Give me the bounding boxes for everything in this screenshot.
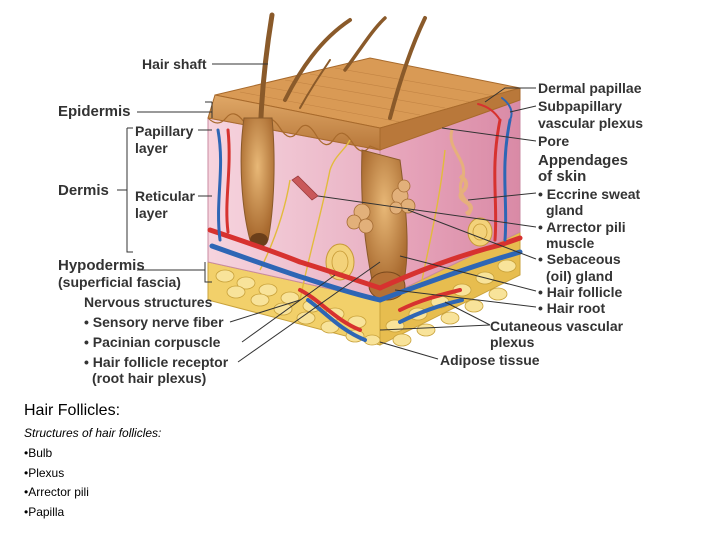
label-hair-root: • Hair root xyxy=(538,300,606,316)
list-item: •Bulb xyxy=(24,446,53,460)
label-nervous-structures: Nervous structures xyxy=(84,294,213,310)
skin-cross-section-diagram xyxy=(117,12,537,363)
label-hypodermis: Hypodermis xyxy=(58,257,145,274)
label-hair-follicle-receptor-1: • Hair follicle receptor xyxy=(84,354,229,370)
label-appendages-2: of skin xyxy=(538,168,587,185)
list-item: •Papilla xyxy=(24,504,65,519)
list-item: •Plexus xyxy=(24,465,65,480)
label-dermis: Dermis xyxy=(58,182,109,199)
pacinian-corpuscles xyxy=(325,217,493,281)
label-pacinian-corpuscle: • Pacinian corpuscle xyxy=(84,334,221,350)
label-eccrine-1: • Eccrine sweat xyxy=(538,186,641,202)
label-arrector-2: muscle xyxy=(546,235,595,251)
eccrine-sweat-gland xyxy=(449,129,473,217)
list-item: •Arrector pili xyxy=(24,485,89,499)
label-subpapillary-2: vascular plexus xyxy=(538,115,644,131)
label-arrector-1: • Arrector pili xyxy=(538,219,626,235)
label-cutaneous-2: plexus xyxy=(490,334,535,350)
epidermis-layer xyxy=(207,57,521,152)
caption-subtitle: Structures of hair follicles: xyxy=(24,426,162,440)
label-adipose: Adipose tissue xyxy=(440,352,540,368)
caption-block: Hair Follicles: Structures of hair folli… xyxy=(24,402,424,522)
label-papillary-layer-1: Papillary xyxy=(135,123,194,139)
hair-follicle-left xyxy=(240,117,275,247)
label-hair-shaft: Hair shaft xyxy=(142,56,207,72)
label-hair-follicle: • Hair follicle xyxy=(538,284,623,300)
label-appendages-1: Appendages xyxy=(538,152,629,169)
label-papillary-layer-2: layer xyxy=(135,140,168,156)
label-eccrine-2: gland xyxy=(546,202,584,218)
caption-list: •Bulb •Plexus •Arrector pili •Papilla xyxy=(24,444,424,522)
label-reticular-layer-2: layer xyxy=(135,205,168,221)
blood-vessels xyxy=(207,97,523,342)
leader-lines xyxy=(117,63,537,363)
label-hair-follicle-receptor-2: (root hair plexus) xyxy=(92,370,207,386)
label-reticular-layer-1: Reticular xyxy=(135,188,195,204)
label-superficial-fascia: (superficial fascia) xyxy=(58,274,181,290)
label-dermal-papillae: Dermal papillae xyxy=(538,80,642,96)
label-sebaceous-2: (oil) gland xyxy=(546,268,613,284)
label-epidermis: Epidermis xyxy=(58,103,131,120)
caption-title: Hair Follicles: xyxy=(24,402,121,419)
label-subpapillary-1: Subpapillary xyxy=(538,98,623,114)
label-cutaneous-1: Cutaneous vascular xyxy=(490,318,624,334)
label-sensory-nerve-fiber: • Sensory nerve fiber xyxy=(84,314,224,330)
label-pore: Pore xyxy=(538,133,570,149)
label-sebaceous-1: • Sebaceous xyxy=(538,251,621,267)
